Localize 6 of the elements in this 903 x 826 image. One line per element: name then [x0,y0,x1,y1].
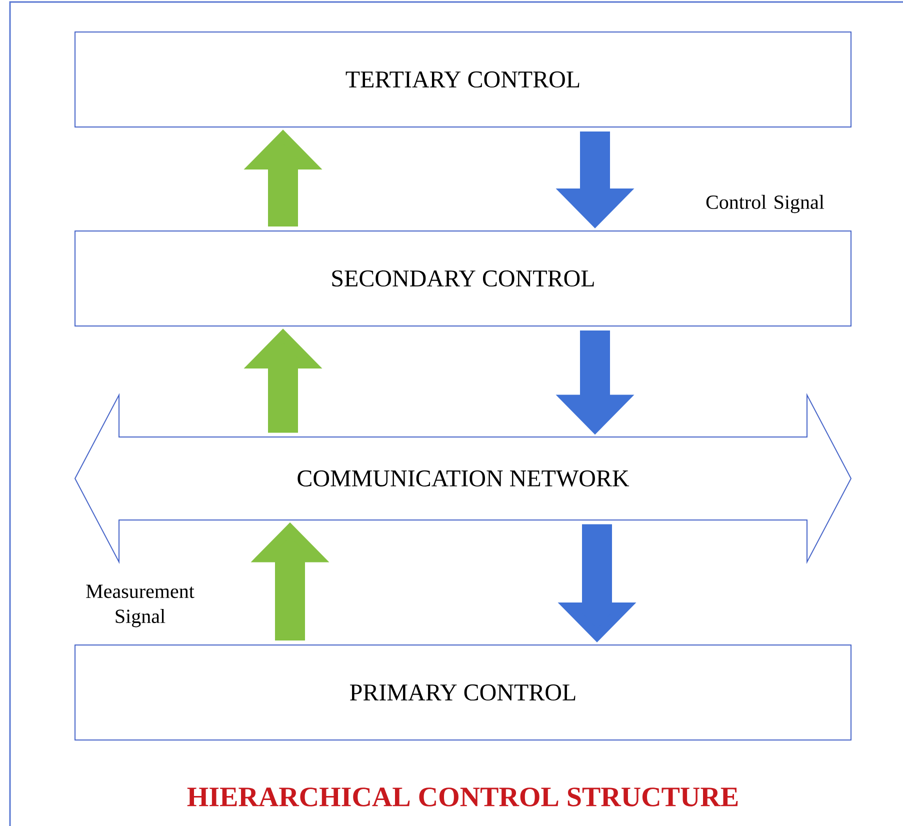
signal-label: Measurement Signal [86,584,194,628]
caption: HIERARCHICAL CONTROL STRUCTURE [187,788,738,806]
control-box: PRIMARY CONTROL [74,644,852,740]
control-box: SECONDARY CONTROL [74,230,852,326]
control-box: TERTIARY CONTROL [74,32,852,128]
double-arrow-band: COMMUNICATION NETWORK [74,392,852,564]
